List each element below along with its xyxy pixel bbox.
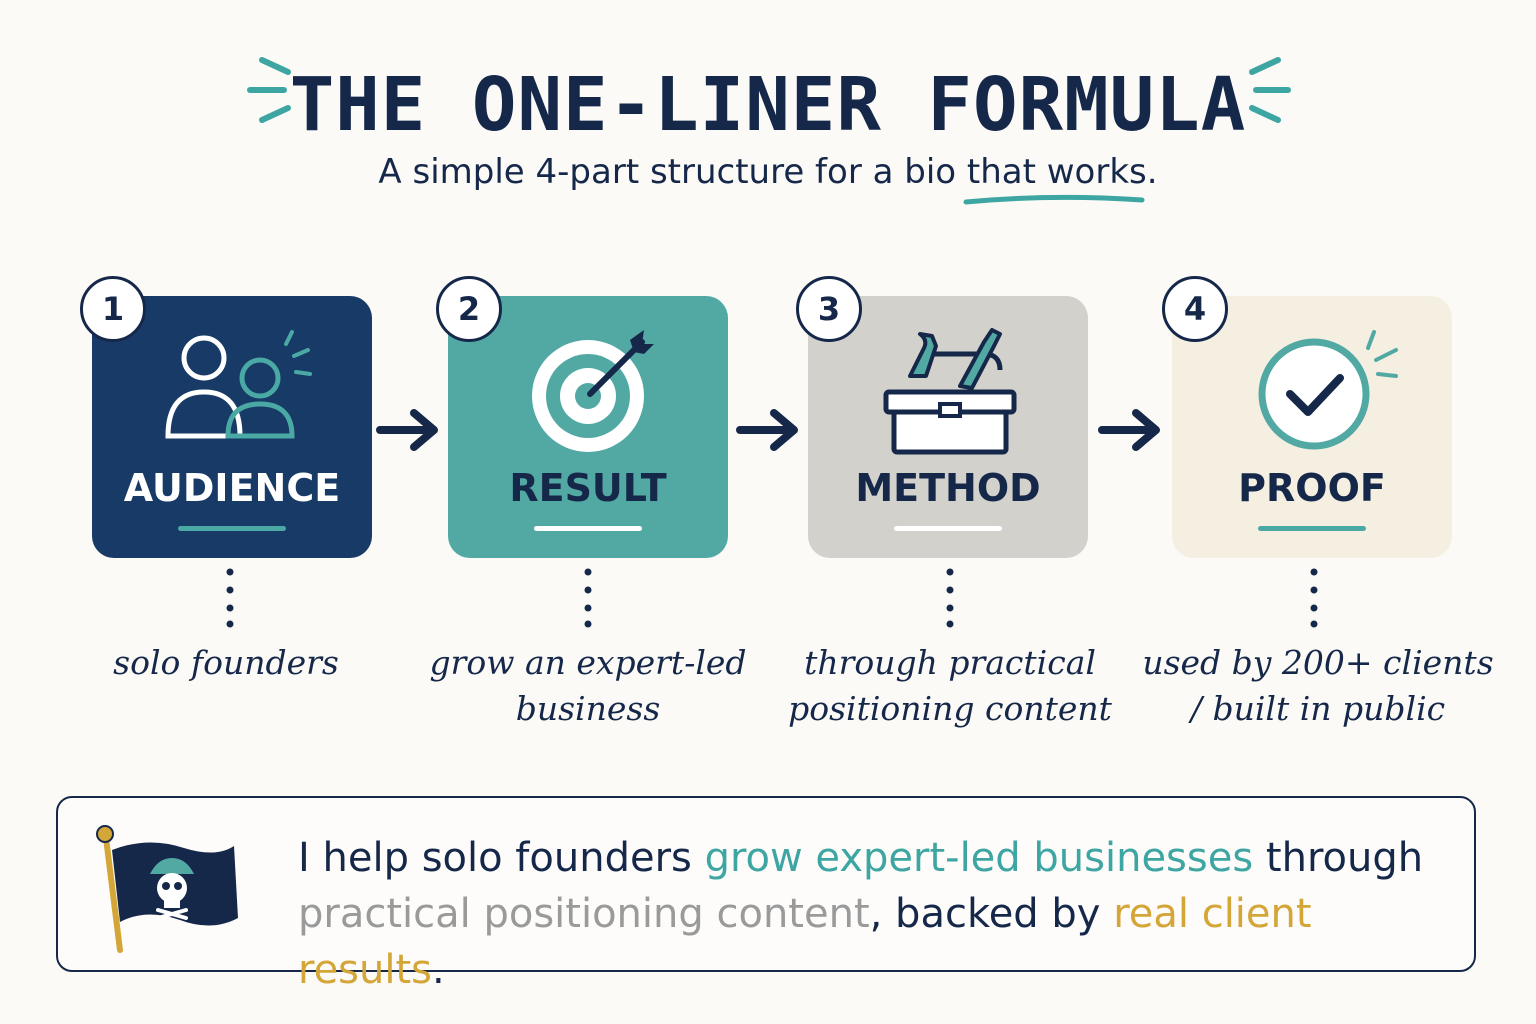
summary-part-7: .	[432, 947, 445, 993]
step-method-box: METHOD	[808, 296, 1088, 558]
summary-highlight-result: grow expert-led businesses	[704, 835, 1254, 881]
subtitle-underline	[963, 194, 1145, 205]
step-number-2: 2	[436, 276, 502, 342]
step-proof-label: PROOF	[1238, 466, 1386, 510]
target-icon	[532, 330, 654, 452]
summary-part-1: I help solo founders	[298, 835, 705, 881]
summary-part-5: , backed by	[869, 891, 1114, 937]
step-result-caption: grow an expert-led business	[429, 643, 747, 728]
people-icon	[165, 330, 312, 439]
arrow-right-icon	[736, 409, 798, 451]
summary-highlight-method: practical positioning content	[298, 891, 870, 937]
step-result-label: RESULT	[509, 466, 667, 510]
pirate-flag-icon	[96, 825, 238, 953]
step-method-underline	[894, 526, 1002, 531]
summary-part-3: through	[1253, 835, 1424, 881]
step-audience-caption: solo founders	[113, 643, 339, 682]
step-audience-box: AUDIENCE	[92, 296, 372, 558]
summary-box	[56, 796, 1476, 972]
dotted-connector	[946, 568, 954, 628]
summary-sentence: I help solo founders grow expert-led bus…	[298, 830, 1458, 998]
step-method-caption: through practical positioning content	[788, 643, 1112, 728]
summary-highlight-proof: real client results	[298, 891, 1312, 993]
step-audience-label: AUDIENCE	[123, 466, 341, 510]
sparkle-lines-right-icon	[1249, 57, 1291, 123]
step-proof-underline	[1258, 526, 1366, 531]
page-subtitle: A simple 4-part structure for a bio that…	[378, 152, 1158, 192]
step-number-4: 4	[1162, 276, 1228, 342]
step-proof-caption: used by 200+ clients / built in public	[1142, 643, 1494, 728]
step-method-label: METHOD	[855, 466, 1041, 510]
step-proof-box: PROOF	[1172, 296, 1452, 558]
step-result-box: RESULT	[448, 296, 728, 558]
step-number-3: 3	[796, 276, 862, 342]
arrow-right-icon	[1098, 409, 1160, 451]
step-audience-underline	[178, 526, 286, 531]
step-number-1: 1	[80, 276, 146, 342]
dotted-connector	[226, 568, 234, 628]
step-result-underline	[534, 526, 642, 531]
dotted-connector	[1310, 568, 1318, 628]
arrow-right-icon	[376, 409, 438, 451]
sparkle-lines-left-icon	[247, 57, 291, 123]
toolbox-icon	[883, 328, 1017, 455]
page-title: THE ONE-LINER FORMULA	[289, 62, 1247, 148]
dotted-connector	[584, 568, 592, 628]
check-circle-icon	[1258, 330, 1398, 450]
